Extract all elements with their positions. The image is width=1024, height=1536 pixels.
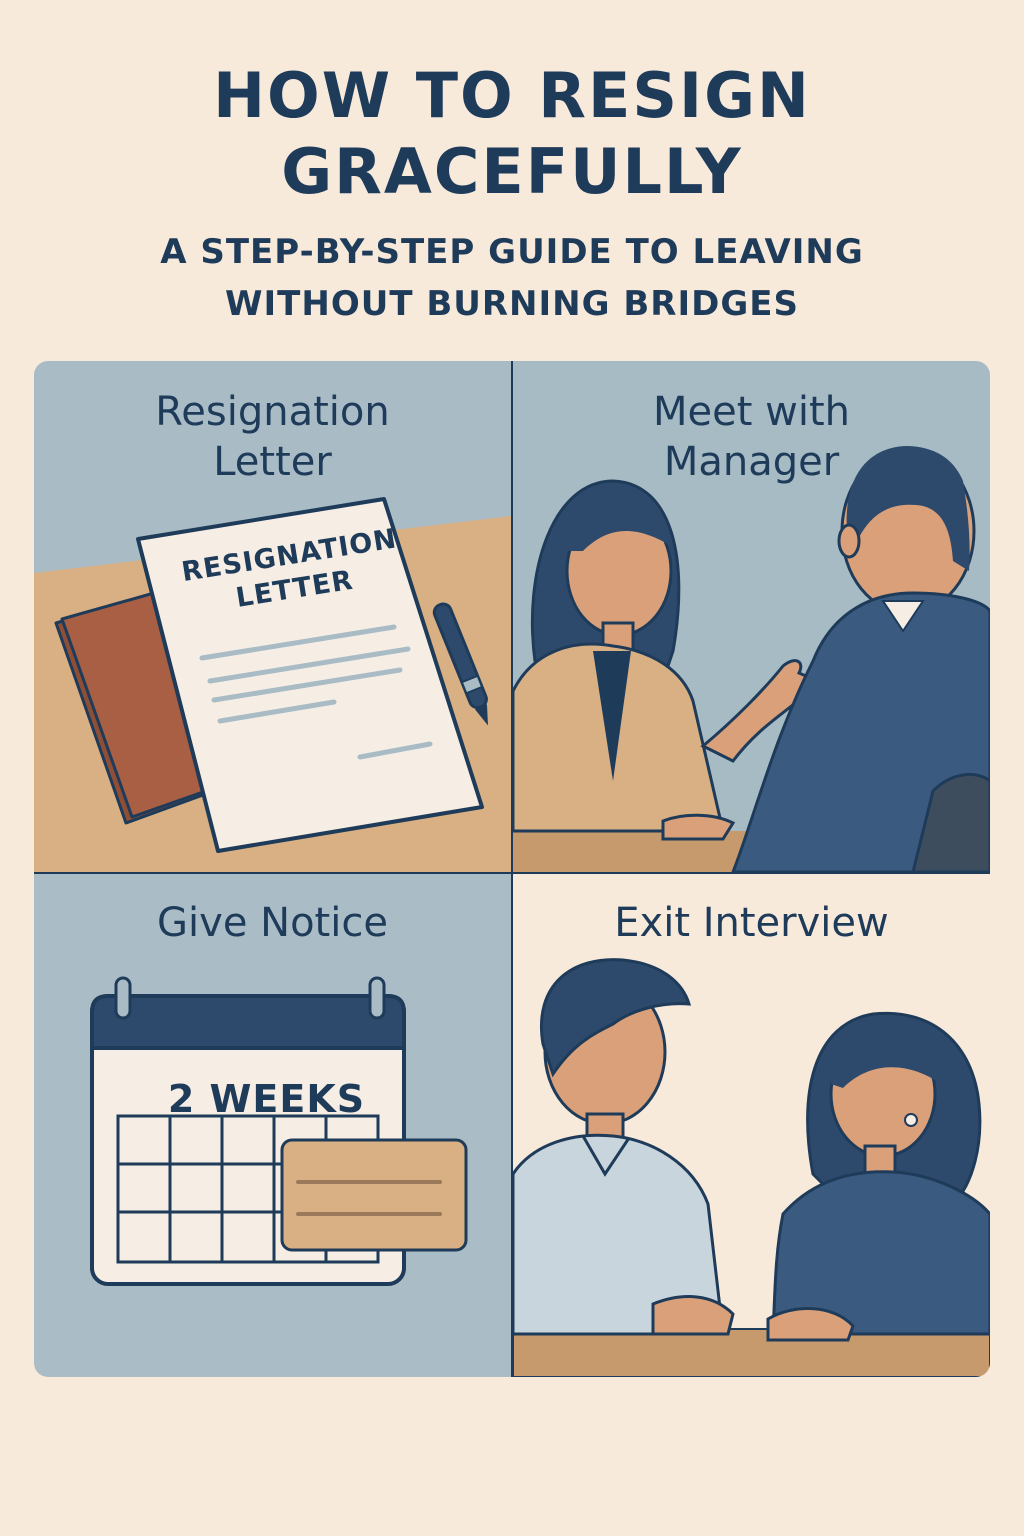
subtitle-line-2: WITHOUT BURNING BRIDGES	[225, 284, 799, 324]
page-subtitle: A STEP-BY-STEP GUIDE TO LEAVING WITHOUT …	[0, 226, 1024, 330]
panel-title: Resignation Letter	[34, 387, 511, 487]
panel-title-line-1: Resignation	[155, 389, 390, 435]
title-line-2: GRACEFULLY	[281, 135, 743, 208]
title-line-1: HOW TO RESIGN	[213, 59, 811, 132]
page-title: HOW TO RESIGN GRACEFULLY	[0, 58, 1024, 210]
resignation-letter-illustration	[34, 497, 511, 872]
pen-icon	[432, 602, 488, 726]
woman-icon	[766, 1011, 990, 1342]
panel-exit-interview: Exit Interview	[513, 874, 990, 1377]
panel-meet-with-manager: Meet with Manager	[513, 361, 990, 872]
subtitle-line-1: A STEP-BY-STEP GUIDE TO LEAVING	[160, 232, 864, 272]
panel-resignation-letter: Resignation Letter R	[34, 361, 511, 872]
panel-title: Give Notice	[34, 898, 511, 948]
exit-interview-illustration	[513, 958, 990, 1377]
panel-title-line-2: Letter	[213, 439, 332, 485]
grid-divider-horizontal	[34, 872, 990, 874]
panel-title-line-1: Meet with	[653, 389, 850, 435]
panel-title-line-1: Exit Interview	[614, 900, 889, 946]
man-icon	[513, 958, 735, 1336]
panel-title-line-2: Manager	[663, 439, 840, 485]
panel-title: Meet with Manager	[513, 387, 990, 487]
manager-icon	[731, 446, 990, 872]
resignation-letter-icon	[136, 497, 484, 853]
steps-grid: Resignation Letter R	[34, 361, 990, 1377]
note-card-icon	[280, 1138, 468, 1252]
grid-divider-vertical	[511, 361, 513, 1377]
panel-give-notice: Give Notice	[34, 874, 511, 1377]
employee-icon	[513, 479, 815, 841]
panel-title-line-1: Give Notice	[157, 900, 388, 946]
meeting-illustration	[513, 446, 990, 872]
calendar-label: 2 WEEKS	[167, 1077, 366, 1121]
calendar-illustration	[90, 976, 468, 1286]
panel-title: Exit Interview	[513, 898, 990, 948]
